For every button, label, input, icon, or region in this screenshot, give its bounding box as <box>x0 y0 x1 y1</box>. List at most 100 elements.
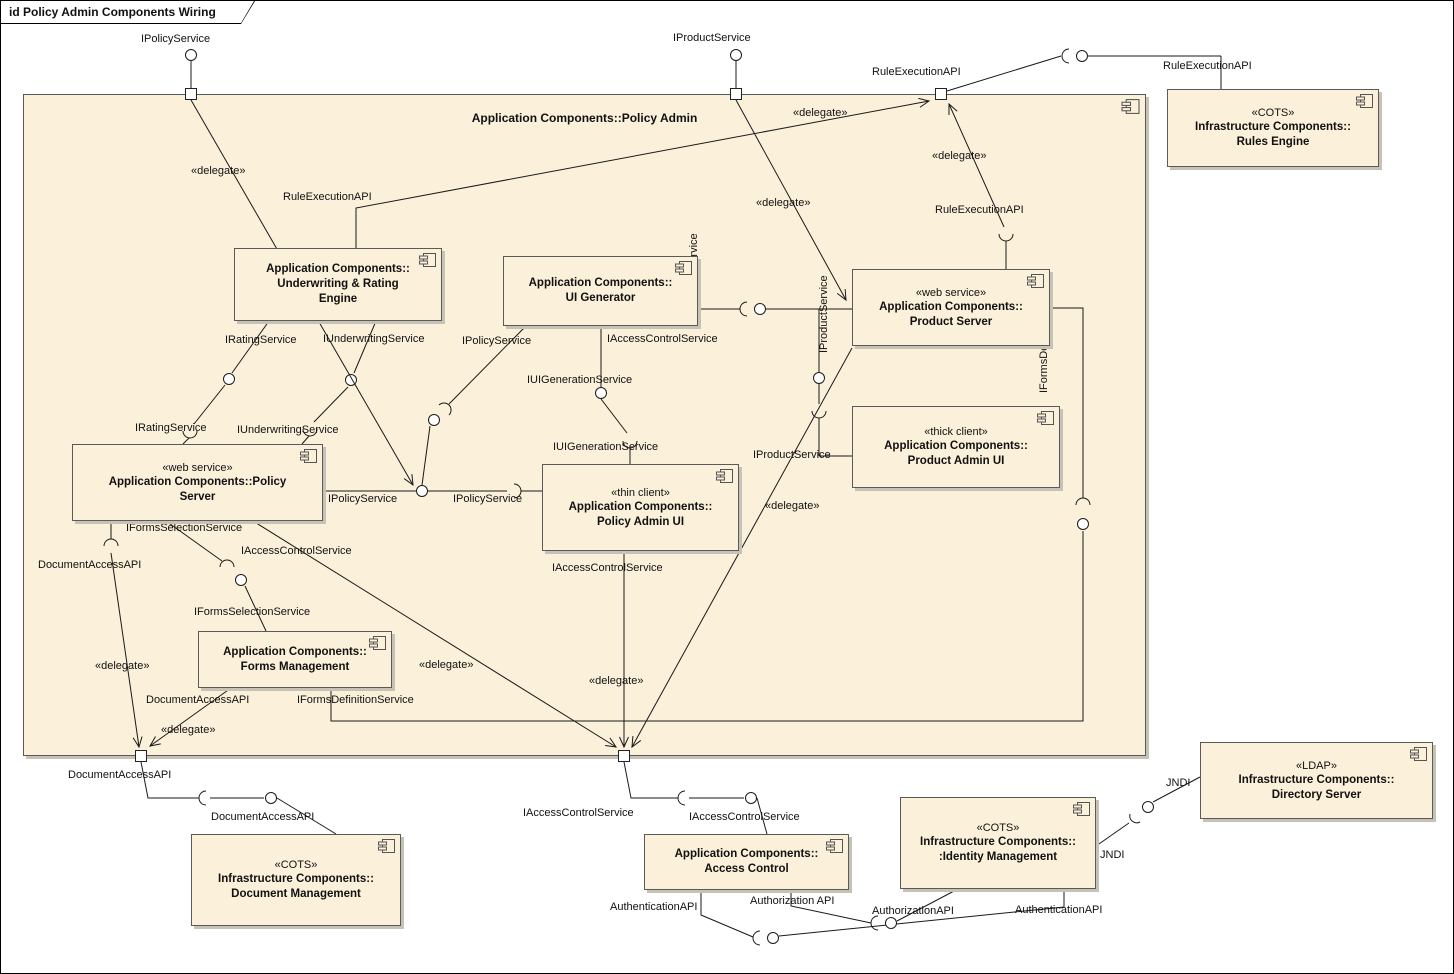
component-icon <box>825 838 844 854</box>
component-name: Application Components:: Policy Admin UI <box>568 500 713 528</box>
connector-iformsdefinitionservice <box>330 307 1091 722</box>
label-iaccesscontrolservice-external: IAccessControlService <box>689 811 800 823</box>
label-iaccesscontrolservice-policyserver: IAccessControlService <box>241 545 352 557</box>
component-stereotype: «thin client» <box>611 486 670 499</box>
label-ipolicyservice-policyserver: IPolicyService <box>328 493 398 505</box>
label-delegate-6: «delegate» <box>95 660 150 672</box>
label-delegate-1: «delegate» <box>793 107 848 119</box>
connector-productserver-ruleexecutionapi-delegate <box>948 102 1014 269</box>
connector-productserver-accesscontrol-delegate <box>631 347 853 749</box>
connector-underwriting-ruleexecutionapi-delegate <box>355 97 931 248</box>
component-icon <box>715 468 734 484</box>
label-port-ruleexecutionapi: RuleExecutionAPI <box>872 66 961 78</box>
label-ipolicyservice-uigen: IPolicyService <box>462 335 532 347</box>
label-iratingservice-bottom: IRatingService <box>135 422 207 434</box>
component-name: Application Components:: Product Server <box>879 300 1023 328</box>
port-iaccesscontrolservice[interactable] <box>618 750 630 762</box>
component-underwriting-rating-engine[interactable]: Application Components:: Underwriting & … <box>234 248 442 321</box>
label-delegate-4: «delegate» <box>756 197 811 209</box>
label-port-iproductservice: IProductService <box>673 32 751 44</box>
port-iproductservice[interactable] <box>730 88 742 100</box>
component-identity-management[interactable]: «COTS» Infrastructure Components:: :Iden… <box>900 797 1096 889</box>
component-icon <box>418 252 437 268</box>
label-delegate-5: «delegate» <box>765 500 820 512</box>
component-stereotype: «web service» <box>162 461 233 474</box>
component-stereotype: «LDAP» <box>1296 759 1337 772</box>
component-icon <box>1409 746 1428 762</box>
label-iuigenerationservice-bottom: IUIGenerationService <box>553 441 659 453</box>
label-port-documentaccessapi: DocumentAccessAPI <box>68 769 172 781</box>
component-icon <box>377 838 396 854</box>
component-stereotype: «COTS» <box>1251 107 1295 119</box>
component-forms-management[interactable]: Application Components:: Forms Managemen… <box>198 631 392 688</box>
label-iaccesscontrolservice-uigen: IAccessControlService <box>607 333 718 345</box>
diagram-title-tab: id Policy Admin Components Wiring <box>1 1 255 24</box>
component-icon <box>674 260 693 276</box>
component-name: Infrastructure Components:: Rules Engine <box>1195 121 1351 148</box>
connector-iuigenerationservice <box>595 326 638 464</box>
connector-documentaccessapi-external <box>140 761 337 835</box>
component-icon <box>1355 93 1374 109</box>
label-delegate-9: «delegate» <box>161 724 216 736</box>
component-product-server[interactable]: «web service» Application Components:: P… <box>852 269 1050 346</box>
component-policy-admin-ui[interactable]: «thin client» Application Components:: P… <box>542 464 739 551</box>
component-name: Application Components:: Underwriting & … <box>266 263 410 305</box>
component-document-management[interactable]: «COTS» Infrastructure Components:: Docum… <box>191 834 401 926</box>
component-icon <box>368 635 387 651</box>
connector-policyserver-ipolicyservice-assembly <box>323 483 542 499</box>
component-icon <box>1036 410 1055 426</box>
label-iratingservice-top: IRatingService <box>225 334 297 346</box>
component-name: Infrastructure Components:: :Identity Ma… <box>920 836 1076 863</box>
label-ruleexecutionapi-rules-engine: RuleExecutionAPI <box>1163 60 1252 72</box>
connector-iratingservice <box>182 320 270 445</box>
label-iuigenerationservice-top: IUIGenerationService <box>527 374 633 386</box>
port-ipolicyservice[interactable] <box>185 88 197 100</box>
frame-title: Application Components::Policy Admin <box>471 111 698 125</box>
label-ipolicyservice-policyadminui: IPolicyService <box>453 493 523 505</box>
label-documentaccessapi-formsmgmt: DocumentAccessAPI <box>146 694 250 706</box>
label-authorizationapi-accesscontrol: Authorization API <box>750 895 835 907</box>
component-icon <box>1072 801 1091 817</box>
port-documentaccessapi[interactable] <box>135 750 147 762</box>
connector-uigenerator-ipolicyservice <box>421 325 527 486</box>
label-iunderwritingservice-top: IUnderwritingService <box>323 333 425 345</box>
label-delegate-8: «delegate» <box>589 675 644 687</box>
port-ruleexecutionapi[interactable] <box>935 88 947 100</box>
connector-iproductservice-port-lollipop <box>730 49 742 88</box>
component-icon <box>1120 98 1141 115</box>
component-stereotype: «thick client» <box>924 426 988 438</box>
label-port-ipolicyservice: IPolicyService <box>141 33 211 45</box>
label-jndi-directory: JNDI <box>1166 777 1191 789</box>
label-iformsselectionservice-bottom: IFormsSelectionService <box>194 606 311 618</box>
component-product-admin-ui[interactable]: «thick client» Application Components:: … <box>852 406 1060 488</box>
component-rules-engine[interactable]: «COTS» Infrastructure Components:: Rules… <box>1167 89 1379 167</box>
component-name: Application Components:: Product Admin U… <box>884 440 1028 467</box>
label-authenticationapi-identity: AuthenticationAPI <box>1015 904 1103 916</box>
diagram-title: id Policy Admin Components Wiring <box>1 1 254 23</box>
label-delegate-2: «delegate» <box>191 165 246 177</box>
component-name: Application Components:: Access Control <box>674 848 819 875</box>
label-iunderwritingservice-bottom: IUnderwritingService <box>237 424 339 436</box>
component-name: Infrastructure Components:: Document Man… <box>218 873 374 900</box>
connector-policyserver-accesscontrol-delegate <box>252 520 618 748</box>
connector-formsmgmt-documentaccess-delegate <box>149 687 232 747</box>
component-name: Infrastructure Components:: Directory Se… <box>1238 773 1395 801</box>
label-delegate-3: «delegate» <box>932 150 987 162</box>
connector-authenticationapi <box>700 889 1065 946</box>
connector-uigenerator-productserver-iproductservice <box>698 301 852 317</box>
component-stereotype: «COTS» <box>976 822 1020 834</box>
label-ruleexecutionapi-underwriting: RuleExecutionAPI <box>283 191 372 203</box>
connector-ruleexecutionapi-rules-engine <box>946 48 1222 92</box>
connector-iaccesscontrolservice-external <box>623 761 768 835</box>
component-access-control[interactable]: Application Components:: Access Control <box>644 834 849 890</box>
component-name: Application Components:: Forms Managemen… <box>223 645 367 673</box>
label-authorizationapi-identity: AuthorizationAPI <box>872 905 954 917</box>
connector-iformsselectionservice <box>165 520 267 632</box>
connector-authorizationapi <box>790 889 957 931</box>
component-policy-server[interactable]: «web service» Application Components::Po… <box>72 444 323 521</box>
label-documentaccessapi-external: DocumentAccessAPI <box>211 811 315 823</box>
component-ui-generator[interactable]: Application Components:: UI Generator <box>503 256 698 326</box>
component-directory-server[interactable]: «LDAP» Infrastructure Components:: Direc… <box>1200 742 1433 819</box>
